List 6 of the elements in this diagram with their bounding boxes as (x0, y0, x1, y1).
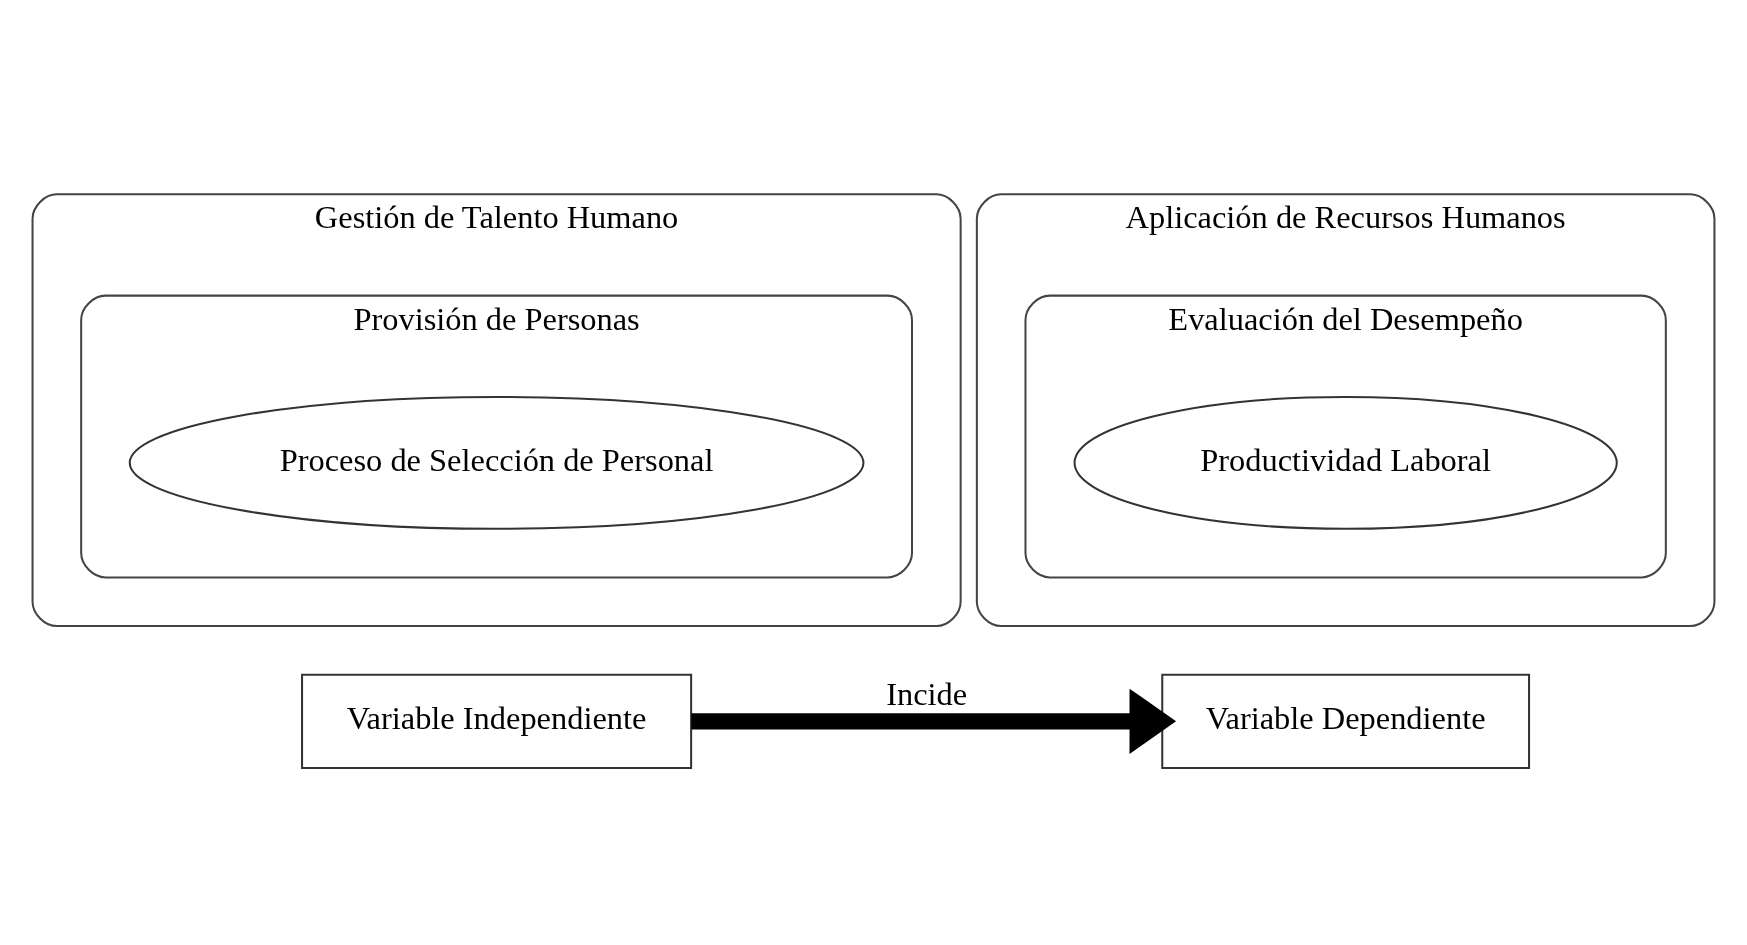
node-box: Variable Independiente (301, 673, 693, 769)
node-ellipse: Proceso de Selección de Personal (128, 395, 865, 530)
node-ellipse: Productividad Laboral (1073, 395, 1618, 530)
arrow (691, 688, 1177, 754)
edge-label: Incide (886, 675, 968, 712)
node-box: Variable Dependiente (1161, 673, 1531, 769)
